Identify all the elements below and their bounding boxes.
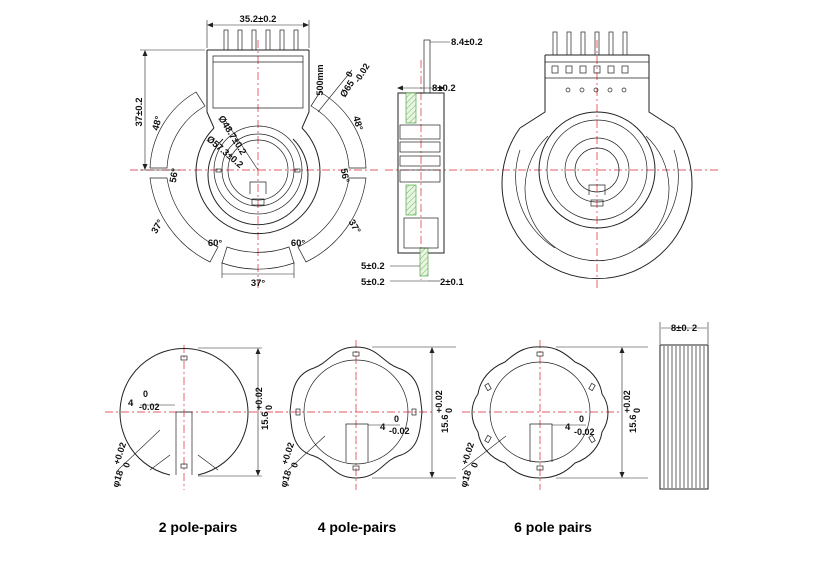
angle-48-left: 48° bbox=[150, 115, 164, 132]
svg-text:0: 0 bbox=[394, 414, 399, 424]
angle-37-right: 37° bbox=[346, 218, 363, 236]
caption-2-pole-pairs: 2 pole-pairs bbox=[158, 519, 238, 535]
magnet-6-pole-pairs: 4 0 -0.02 15.6 +0.02 0 φ18 +0.02 0 bbox=[458, 340, 648, 490]
angle-48-right: 48° bbox=[350, 115, 364, 132]
caption-4-pole-pairs: 4 pole-pairs bbox=[317, 519, 397, 535]
rear-pins bbox=[551, 31, 629, 93]
magnet-4-pole-pairs: 4 0 -0.02 15.6 +0.02 0 φ18 +0.02 0 bbox=[275, 340, 456, 490]
svg-text:4: 4 bbox=[128, 398, 134, 409]
svg-text:+0.02: +0.02 bbox=[254, 387, 264, 410]
offset-b-dimension: 5±0.2 bbox=[361, 277, 385, 288]
height-dimension: 37±0.2 bbox=[134, 98, 145, 127]
svg-text:-0.02: -0.02 bbox=[139, 402, 160, 412]
tab-dimension: 2±0.1 bbox=[440, 277, 464, 288]
svg-text:15.6: 15.6 bbox=[260, 412, 271, 431]
angle-56-left: 56° bbox=[168, 167, 181, 183]
svg-text:0: 0 bbox=[632, 408, 642, 413]
svg-text:15.6: 15.6 bbox=[440, 415, 451, 434]
track-segment-right-upper bbox=[310, 91, 367, 169]
track-segment-bottom bbox=[221, 246, 295, 270]
svg-text:0: 0 bbox=[444, 408, 454, 413]
svg-text:-0.02: -0.02 bbox=[389, 426, 410, 436]
svg-text:0: 0 bbox=[469, 461, 480, 469]
front-view: 35.2±0.2 37±0.2 500mm Ø65 0 -0.02 Ø48.7±… bbox=[130, 14, 380, 290]
angle-37-bottom: 37° bbox=[251, 278, 266, 289]
svg-text:0: 0 bbox=[289, 461, 300, 469]
angle-60-left: 60° bbox=[208, 238, 223, 249]
track-segment-left-lower bbox=[149, 177, 219, 263]
track-segment-left-upper bbox=[149, 91, 206, 169]
offset-a-dimension: 5±0.2 bbox=[361, 261, 385, 272]
svg-text:15.6: 15.6 bbox=[628, 415, 639, 434]
magnet-thickness-dimension: 8±0. 2 bbox=[671, 323, 697, 334]
svg-text:φ18: φ18 bbox=[278, 469, 294, 489]
rear-view bbox=[470, 31, 720, 290]
connector-pins bbox=[223, 29, 299, 51]
svg-text:φ18: φ18 bbox=[458, 469, 474, 489]
width-dimension: 35.2±0.2 bbox=[240, 14, 277, 25]
angle-37-left: 37° bbox=[149, 218, 166, 236]
angle-60-right: 60° bbox=[291, 238, 306, 249]
svg-text:+0.02: +0.02 bbox=[622, 390, 632, 413]
svg-text:0: 0 bbox=[121, 461, 132, 469]
svg-text:-0.02: -0.02 bbox=[352, 62, 371, 85]
svg-text:0: 0 bbox=[579, 414, 584, 424]
svg-text:0: 0 bbox=[264, 405, 274, 410]
outer-diameter-dimension: Ø65 0 -0.02 bbox=[338, 62, 371, 100]
svg-text:φ18: φ18 bbox=[110, 469, 126, 489]
svg-text:+0.02: +0.02 bbox=[434, 390, 444, 413]
track-segment-right-lower bbox=[297, 177, 367, 263]
caption-6-pole-pairs: 6 pole pairs bbox=[514, 519, 592, 535]
thickness-dimension: 8±0.2 bbox=[432, 83, 456, 94]
svg-text:0: 0 bbox=[344, 69, 355, 79]
pin-length-dimension: 8.4±0.2 bbox=[451, 37, 483, 48]
magnet-side-view: 8±0. 2 bbox=[659, 322, 709, 490]
svg-text:4: 4 bbox=[380, 422, 386, 433]
svg-text:-0.02: -0.02 bbox=[574, 427, 595, 437]
cable-length: 500mm bbox=[315, 64, 325, 95]
magnet-2-pole-pairs: 4 0 -0.02 15.6 +0.02 0 φ18 +0.02 0 bbox=[105, 345, 280, 490]
angle-56-right: 56° bbox=[338, 168, 351, 184]
svg-text:4: 4 bbox=[565, 422, 571, 433]
svg-text:0: 0 bbox=[143, 389, 148, 399]
side-view: 8.4±0.2 8±0.2 5±0.2 5±0.2 2±0.1 bbox=[361, 37, 483, 288]
